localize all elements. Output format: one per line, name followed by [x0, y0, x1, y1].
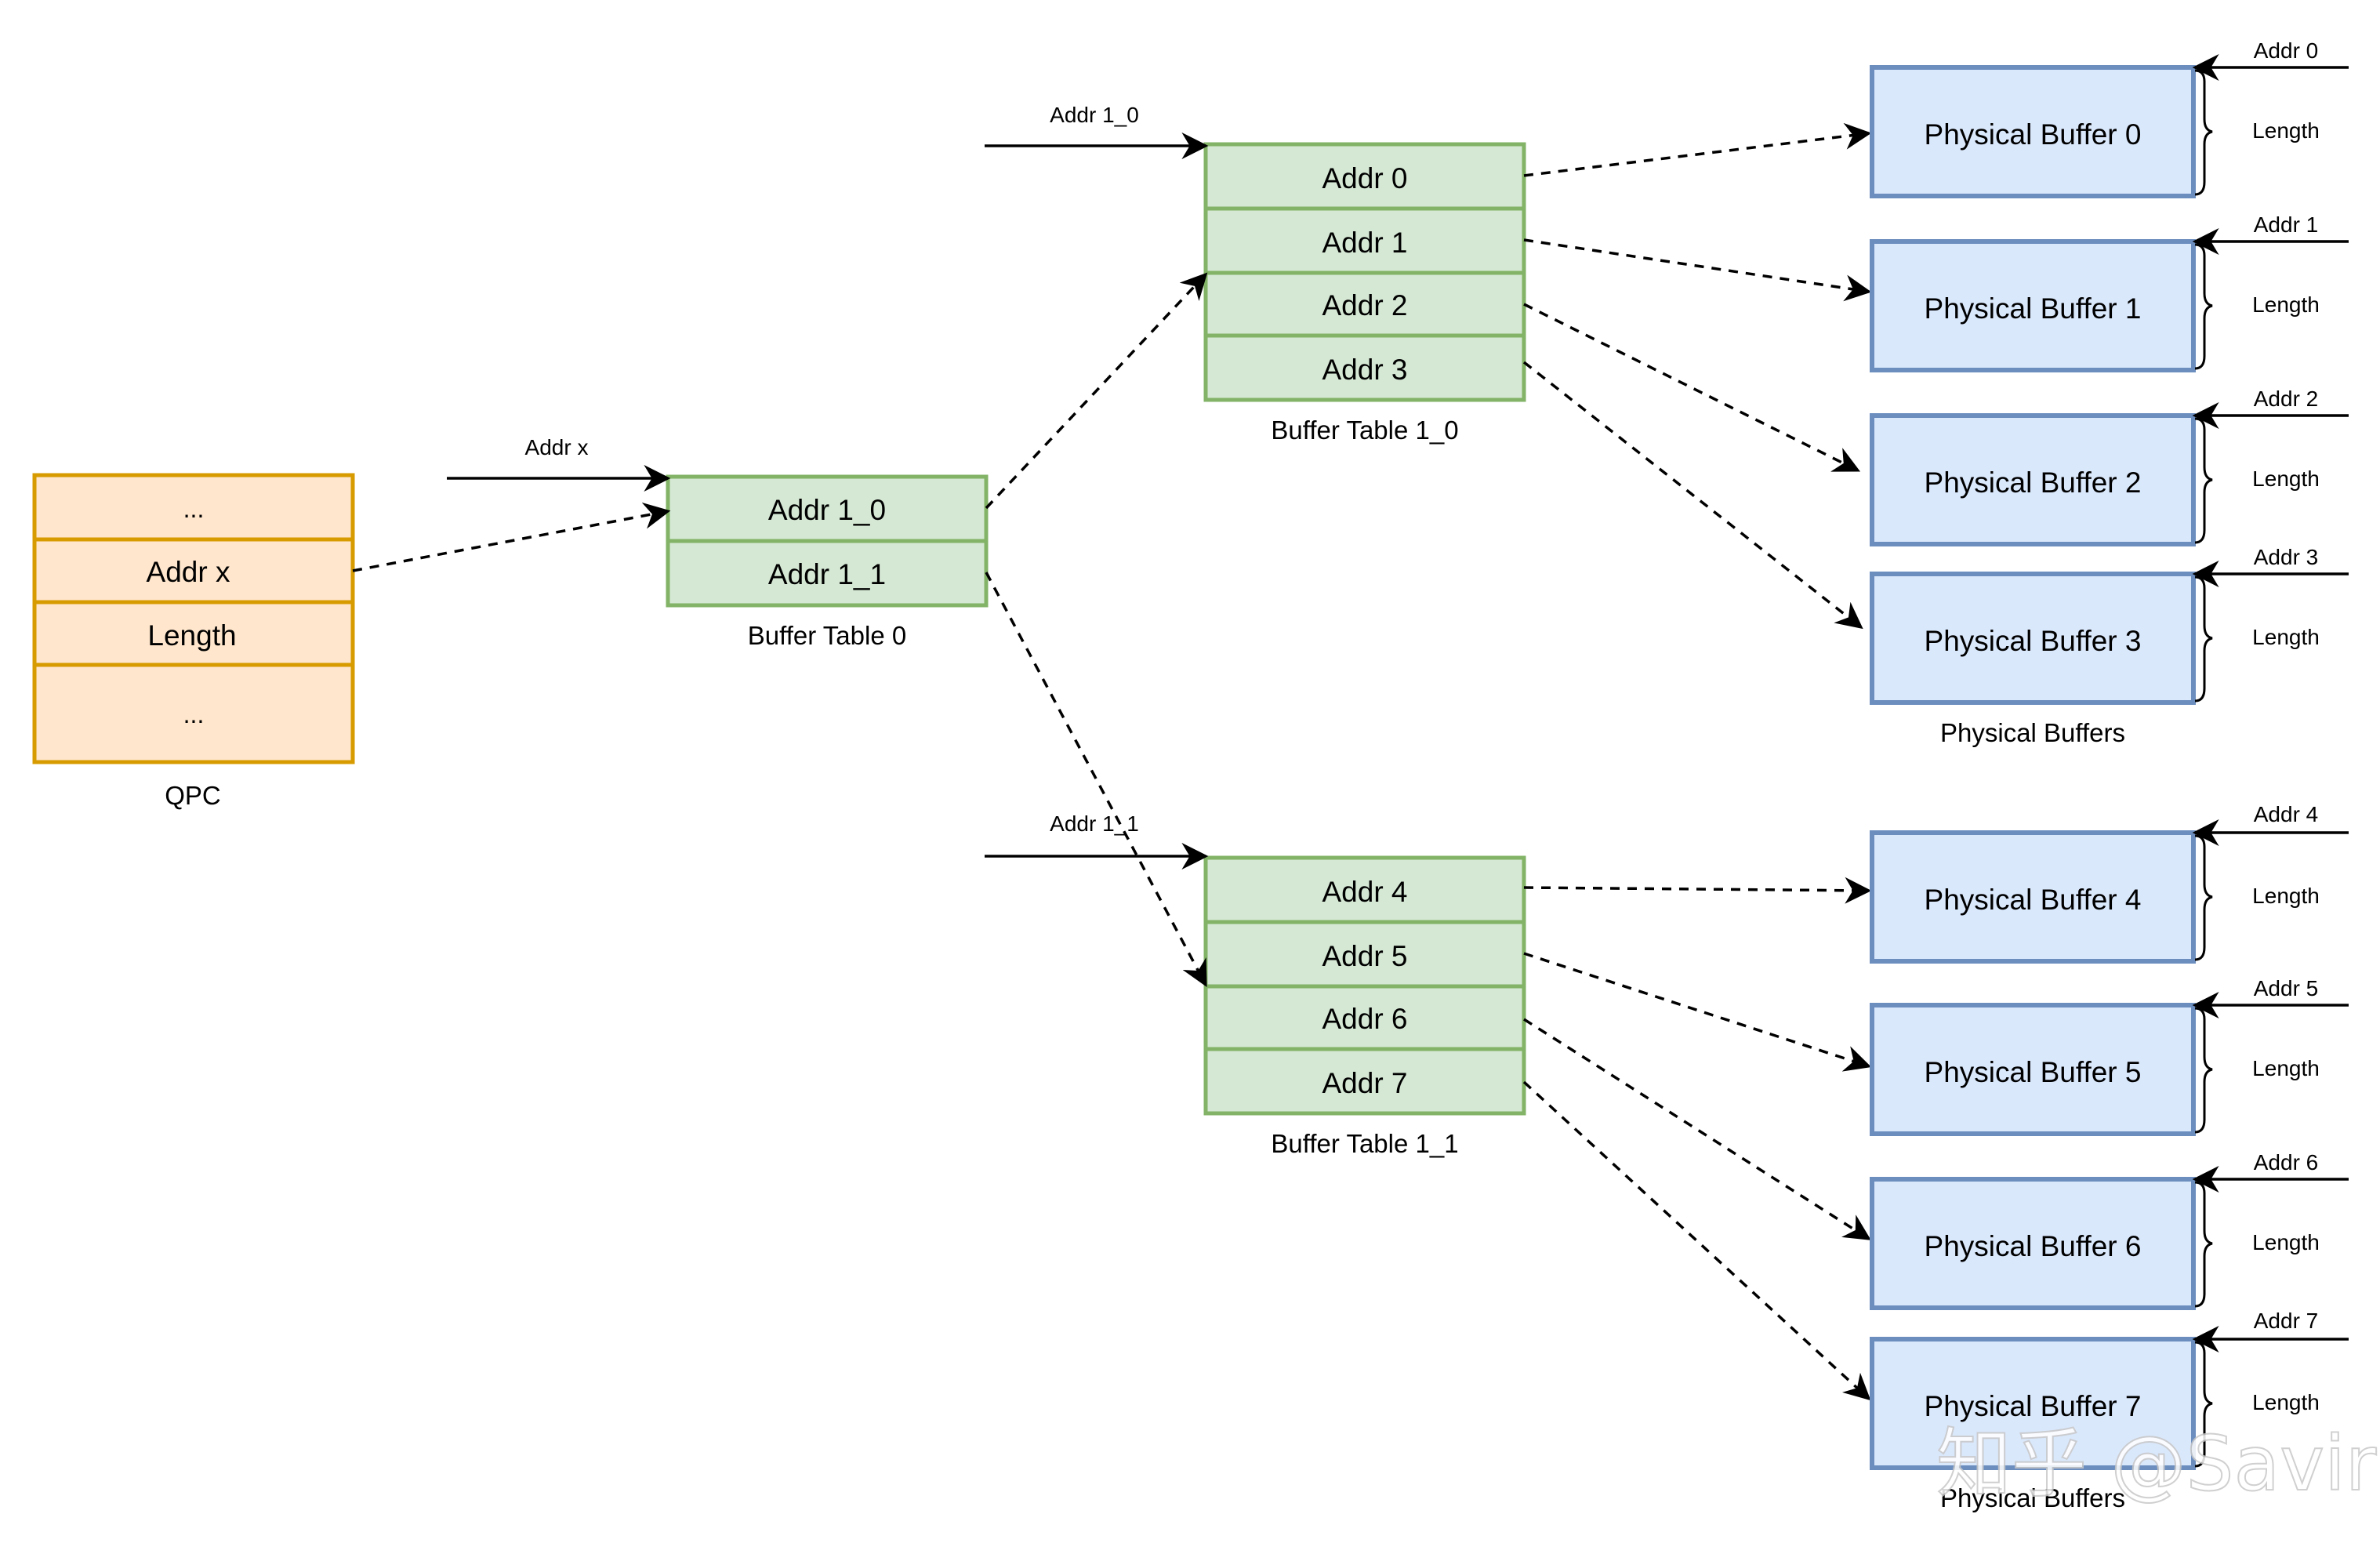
length-brace-icon — [2194, 243, 2213, 370]
qpc-to-bt0-pointer — [352, 502, 671, 572]
physical-buffer-box — [1870, 65, 2196, 198]
buffer-table-0: Addr 1_0 Addr 1_1 Buffer Table 0 — [666, 474, 989, 650]
addr-label: Addr 1 — [2254, 212, 2319, 237]
physical-buffers-group: Physical Buffer 0 Addr 0 Length Physical… — [1870, 38, 2349, 1512]
physical-buffer-label: Physical Buffer 0 — [1925, 118, 2142, 151]
length-label: Length — [2252, 884, 2320, 908]
bt11-cell-text: Addr 7 — [1322, 1067, 1407, 1099]
physical-buffer-box — [1870, 830, 2196, 964]
addr-label: Addr 7 — [2254, 1309, 2319, 1333]
physical-buffer-label: Physical Buffer 5 — [1925, 1056, 2142, 1088]
qpc-cell-text: ... — [183, 495, 205, 523]
bt11-to-pb5-pointer — [1523, 952, 1872, 1072]
physical-buffer-label: Physical Buffer 3 — [1925, 625, 2142, 657]
length-brace-icon — [2194, 417, 2213, 544]
length-label: Length — [2252, 1390, 2320, 1414]
physical-buffer-box — [1870, 572, 2196, 705]
qpc-cell-3 — [32, 663, 355, 764]
bt10-cell-0 — [1203, 142, 1526, 211]
qpc-cell-text: ... — [183, 700, 205, 728]
physical-buffers-caption: Physical Buffers — [1940, 1483, 2125, 1512]
addr-label: Addr 5 — [2254, 976, 2319, 1000]
bt10-to-pb2-pointer — [1523, 303, 1861, 472]
bt10-caption: Buffer Table 1_0 — [1271, 416, 1458, 445]
qpc-table: ... Addr x Length ... QPC — [32, 473, 355, 810]
qpc-caption: QPC — [165, 781, 221, 810]
bt0-cell-text: Addr 1_1 — [768, 558, 886, 590]
addr-label: Addr 0 — [2254, 38, 2319, 63]
physical-buffer-label: Physical Buffer 7 — [1925, 1390, 2142, 1422]
bt10-to-pb1-pointer — [1523, 238, 1872, 302]
length-label: Length — [2252, 1230, 2320, 1254]
physical-buffer-3: Physical Buffer 3 Addr 3 Length — [1870, 545, 2349, 705]
physical-buffer-7: Physical Buffer 7 Addr 7 Length — [1870, 1309, 2349, 1470]
physical-buffer-box — [1870, 1177, 2196, 1310]
addr-label: Addr 2 — [2254, 387, 2319, 411]
physical-buffer-6: Physical Buffer 6 Addr 6 Length — [1870, 1150, 2349, 1310]
bt11-cell-text: Addr 4 — [1322, 876, 1407, 908]
bt10-to-pb3-pointer — [1522, 361, 1863, 630]
physical-buffer-box — [1870, 239, 2196, 372]
length-label: Length — [2252, 625, 2320, 649]
bt11-cell-text: Addr 6 — [1322, 1003, 1407, 1035]
bt11-cell-3 — [1203, 1047, 1526, 1116]
physical-buffer-label: Physical Buffer 2 — [1925, 467, 2142, 499]
buffer-table-1-0: Addr 0 Addr 1 Addr 2 Addr 3 Buffer Table… — [1203, 142, 1526, 445]
qpc-cell-text: Addr x — [147, 556, 230, 588]
length-label: Length — [2252, 118, 2320, 143]
bt0-caption: Buffer Table 0 — [748, 621, 906, 650]
bt0-to-bt11-pointer — [985, 572, 1207, 988]
length-label: Length — [2252, 467, 2320, 491]
physical-buffer-1: Physical Buffer 1 Addr 1 Length — [1870, 212, 2349, 372]
bt0-to-bt10-pointer — [985, 272, 1208, 510]
physical-buffers-caption: Physical Buffers — [1940, 718, 2125, 747]
length-brace-icon — [2194, 69, 2213, 196]
bt10-cell-text: Addr 1 — [1322, 227, 1407, 259]
length-brace-icon — [2194, 834, 2213, 961]
bt10-cell-text: Addr 0 — [1322, 162, 1407, 194]
physical-buffer-4: Physical Buffer 4 Addr 4 Length — [1870, 802, 2349, 964]
length-brace-icon — [2194, 1181, 2213, 1308]
bt10-cell-text: Addr 3 — [1322, 354, 1407, 386]
physical-buffer-box — [1870, 1337, 2196, 1470]
addr-label: Addr 4 — [2254, 802, 2319, 826]
length-brace-icon — [2194, 1341, 2213, 1468]
bt10-cell-3 — [1203, 333, 1526, 402]
bt10-cell-text: Addr 2 — [1322, 289, 1407, 321]
addr-label: Addr 3 — [2254, 545, 2319, 569]
bt11-cell-text: Addr 5 — [1322, 940, 1407, 972]
length-label: Length — [2252, 292, 2320, 317]
addr-label: Addr 6 — [2254, 1150, 2319, 1174]
physical-buffer-2: Physical Buffer 2 Addr 2 Length — [1870, 387, 2349, 546]
physical-buffer-box — [1870, 413, 2196, 546]
length-brace-icon — [2194, 575, 2213, 703]
bt10-to-pb0-pointer — [1523, 122, 1872, 177]
length-brace-icon — [2194, 1007, 2213, 1134]
bt10-cell-2 — [1203, 270, 1526, 338]
bt0-cell-text: Addr 1_0 — [768, 494, 886, 526]
buffer-table-1-1: Addr 4 Addr 5 Addr 6 Addr 7 Buffer Table… — [1203, 855, 1526, 1158]
bt11-to-pb7-pointer — [1522, 1080, 1871, 1401]
bt11-to-pb4-pointer — [1523, 877, 1872, 904]
physical-buffer-label: Physical Buffer 1 — [1925, 292, 2142, 325]
bt11-caption: Buffer Table 1_1 — [1271, 1129, 1458, 1158]
physical-buffer-5: Physical Buffer 5 Addr 5 Length — [1870, 976, 2349, 1136]
physical-buffer-box — [1870, 1003, 2196, 1136]
length-label: Length — [2252, 1056, 2320, 1080]
qpc-cell-0 — [32, 473, 355, 542]
bt0-cell-1 — [666, 539, 989, 608]
bt10-input-label: Addr 1_0 — [1050, 103, 1139, 127]
physical-buffer-label: Physical Buffer 6 — [1925, 1230, 2142, 1262]
qpc-cell-text: Length — [147, 619, 236, 652]
watermark: 知乎 @Savir — [1936, 1420, 2377, 1508]
bt0-input-label: Addr x — [525, 435, 589, 459]
physical-buffer-label: Physical Buffer 4 — [1925, 884, 2142, 916]
physical-buffer-0: Physical Buffer 0 Addr 0 Length — [1870, 38, 2349, 198]
